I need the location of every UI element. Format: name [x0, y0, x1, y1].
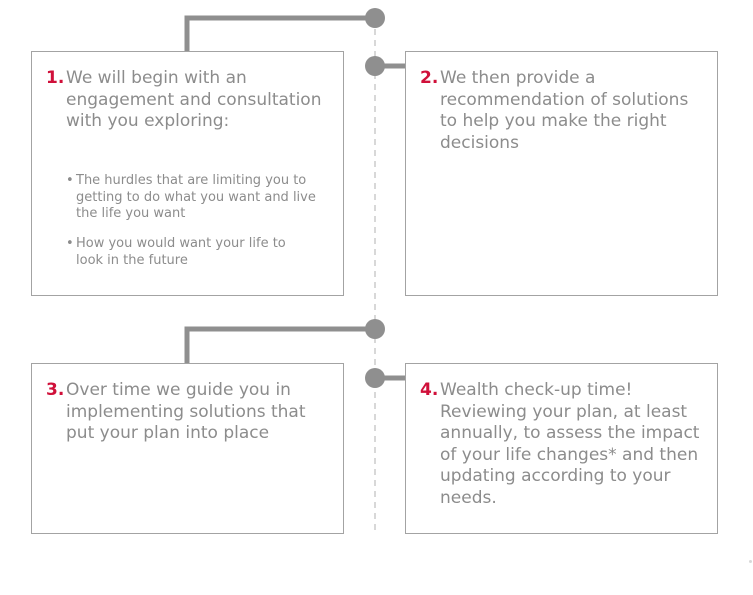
connector-step-3: [184, 326, 375, 363]
step-text: We then provide a recommendation of solu…: [440, 68, 689, 153]
step-4-box: 4. Wealth check-up time! Reviewing your …: [405, 363, 718, 534]
step-2-box: 2. We then provide a recommendation of s…: [405, 51, 718, 296]
step-number: 3.: [46, 380, 65, 400]
step-3-heading: 3. Over time we guide you in implementin…: [46, 380, 326, 445]
bullet-marker: •: [66, 173, 74, 188]
step-number: 2.: [420, 68, 439, 88]
timeline-node-4: [365, 368, 385, 388]
bullet-marker: •: [66, 236, 74, 251]
bullet-text: The hurdles that are limiting you to get…: [76, 173, 316, 221]
step-3-box: 3. Over time we guide you in implementin…: [31, 363, 344, 534]
timeline-node-3: [365, 319, 385, 339]
step-text: Wealth check-up time! Reviewing your pla…: [440, 380, 700, 508]
bullet-item: • How you would want your life to look i…: [66, 236, 316, 269]
timeline-node-1: [365, 8, 385, 28]
step-4-heading: 4. Wealth check-up time! Reviewing your …: [420, 380, 700, 510]
step-2-heading: 2. We then provide a recommendation of s…: [420, 68, 700, 154]
step-text: Over time we guide you in implementing s…: [66, 380, 306, 444]
step-1-heading: 1. We will begin with an engagement and …: [46, 68, 326, 133]
step-number: 4.: [420, 380, 439, 400]
bullet-text: How you would want your life to look in …: [76, 236, 286, 268]
step-1-box: 1. We will begin with an engagement and …: [31, 51, 344, 296]
connector-step-1: [184, 15, 375, 51]
bullet-item: • The hurdles that are limiting you to g…: [66, 173, 316, 223]
corner-dot: [749, 560, 752, 563]
step-number: 1.: [46, 68, 65, 88]
step-text: We will begin with an engagement and con…: [66, 68, 322, 132]
timeline-node-2: [365, 56, 385, 76]
